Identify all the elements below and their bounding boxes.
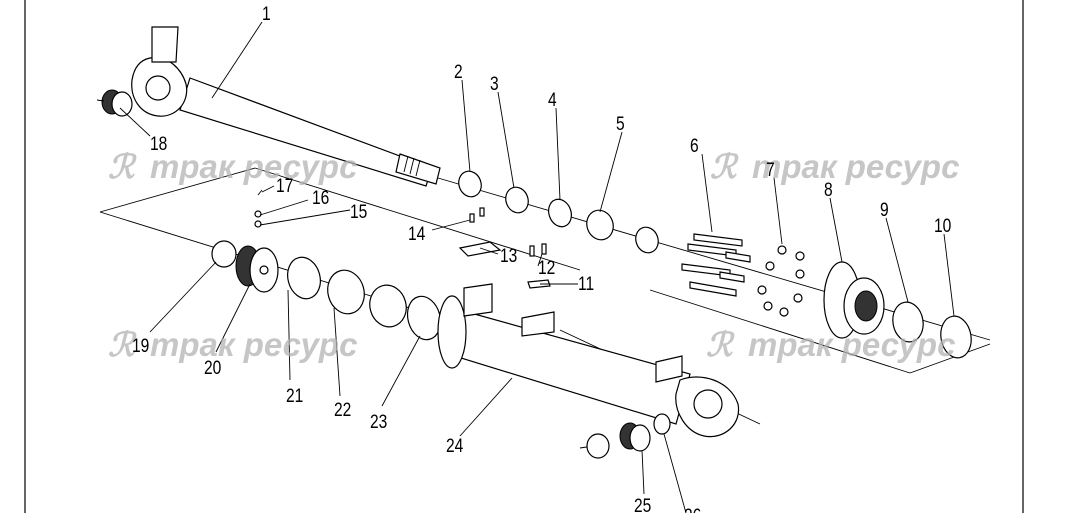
callout-15: 15 (350, 201, 367, 223)
head-orings (892, 301, 972, 359)
watermark-logo: ℛ (710, 148, 739, 185)
callout-16: 16 (312, 187, 329, 209)
piston (211, 240, 279, 293)
watermark-logo: ℛ (108, 326, 137, 363)
callout-7: 7 (766, 159, 775, 181)
callout-11: 11 (578, 273, 594, 295)
callout-12: 12 (538, 257, 555, 279)
callout-8: 8 (824, 179, 833, 201)
watermark-top-right: ℛ трак ресурс (710, 148, 959, 185)
callout-2: 2 (454, 61, 463, 83)
callout-9: 9 (880, 199, 889, 221)
rod-eye-bushing (96, 89, 133, 117)
small-fasteners (254, 189, 551, 289)
watermark-text: трак ресурс (150, 148, 357, 185)
callout-4: 4 (548, 89, 557, 111)
callout-23: 23 (370, 411, 387, 433)
callout-24: 24 (446, 435, 464, 457)
watermark-text: трак ресурс (150, 326, 357, 363)
callout-5: 5 (616, 113, 625, 135)
callout-17: 17 (276, 175, 293, 197)
callout-22: 22 (334, 399, 351, 421)
callout-3: 3 (490, 73, 499, 95)
watermark-text: трак ресурс (748, 326, 955, 363)
callout-10: 10 (934, 215, 951, 237)
callout-25: 25 (634, 495, 651, 513)
cylinder-barrel (437, 283, 740, 438)
callout-26: 26 (684, 505, 701, 513)
watermark-bottom-left: ℛ трак ресурс (108, 326, 357, 363)
watermark-top-left: ℛ трак ресурс (108, 148, 357, 185)
callout-14: 14 (408, 223, 426, 245)
piston-rod (131, 26, 441, 187)
leader-lines (119, 21, 955, 513)
head-bolts (681, 233, 751, 297)
callout-20: 20 (204, 357, 221, 379)
upper-seals (458, 170, 659, 254)
callout-6: 6 (690, 135, 699, 157)
watermark-bottom-right: ℛ трак ресурс (706, 326, 955, 363)
callout-19: 19 (132, 335, 149, 357)
callout-18: 18 (150, 133, 167, 155)
callout-numbers: 1 2 3 4 5 6 7 8 9 10 11 12 13 14 15 16 1… (132, 3, 951, 513)
watermark-logo: ℛ (706, 326, 735, 363)
callout-13: 13 (500, 245, 517, 267)
barrel-bushing (586, 413, 671, 459)
callout-21: 21 (286, 385, 303, 407)
watermark-logo: ℛ (108, 148, 137, 185)
watermark-text: трак ресурс (752, 148, 959, 185)
head-washers (757, 245, 805, 317)
callout-1: 1 (262, 3, 271, 25)
